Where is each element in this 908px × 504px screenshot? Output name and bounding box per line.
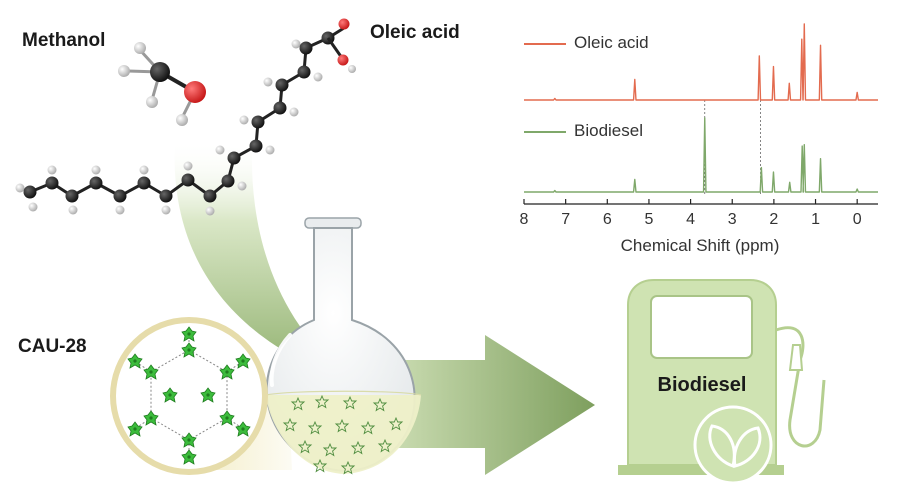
oxygen-atom [337, 54, 349, 66]
x-tick-label: 7 [561, 211, 570, 228]
methanol-molecule [118, 42, 206, 126]
oleic-acid-label: Oleic acid [370, 22, 460, 43]
x-tick-label: 1 [811, 211, 820, 228]
pump-label: Biodiesel [657, 374, 747, 396]
x-tick-label: 2 [769, 211, 778, 228]
x-tick-label: 8 [520, 211, 529, 228]
spectrum-trace-biodiesel [524, 117, 878, 193]
cau-28-label: CAU-28 [18, 336, 87, 357]
spectrum-trace-oleic-acid [524, 23, 878, 101]
round-bottom-flask-icon [265, 217, 422, 474]
x-tick-label: 0 [853, 211, 862, 228]
hydrogen-atoms [15, 39, 323, 216]
oxygen-atom [338, 18, 350, 30]
reference-lines [704, 100, 761, 196]
x-tick-label: 6 [603, 211, 612, 228]
nmr-chart: 8 7 6 5 4 3 2 1 0 [520, 23, 878, 228]
x-tick-label: 4 [686, 211, 695, 228]
cau-28-structure [110, 317, 268, 475]
legend-label-biodiesel: Biodiesel [574, 121, 643, 140]
spectra-traces [524, 23, 878, 193]
legend-label-oleic: Oleic acid [574, 33, 649, 52]
carbon-atoms [23, 31, 335, 203]
leaf-icon [693, 405, 773, 485]
methanol-label: Methanol [22, 30, 106, 51]
x-tick-label: 5 [644, 211, 653, 228]
legend [524, 43, 566, 133]
process-arrow [395, 335, 595, 475]
x-tick-label: 3 [728, 211, 737, 228]
oleic-acid-molecule [15, 18, 356, 216]
x-axis-label: Chemical Shift (ppm) [620, 236, 780, 255]
x-axis-ticks: 8 7 6 5 4 3 2 1 0 [520, 199, 862, 228]
